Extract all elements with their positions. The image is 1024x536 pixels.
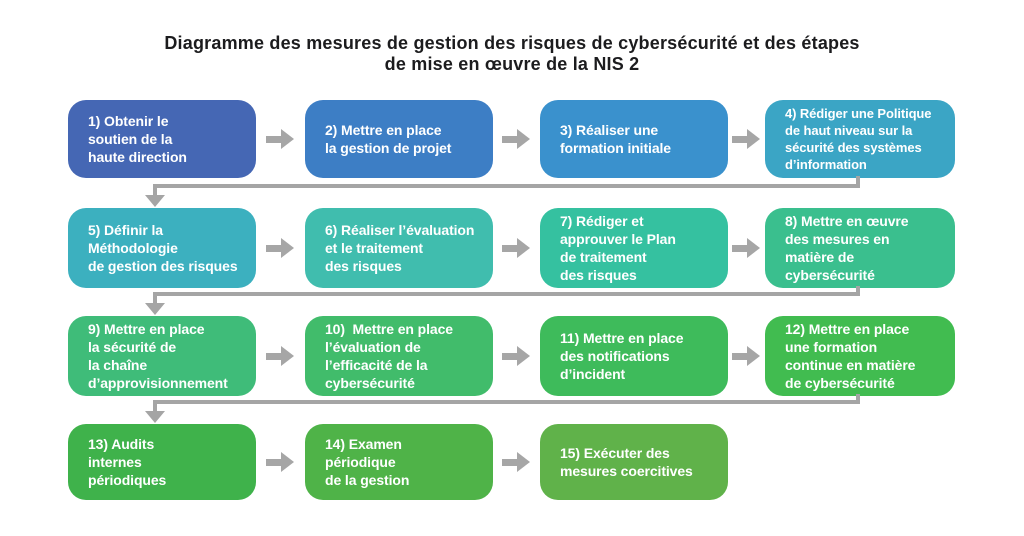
step-15-label: 15) Exécuter des mesures coercitives [560,445,693,479]
step-box-13: 13) Audits internes périodiques [68,424,256,500]
arrow-shaft [502,244,517,252]
arrow-head [281,452,294,472]
step-box-7: 7) Rédiger et approuver le Plan de trait… [540,208,728,288]
step-10-label: 10) Mettre en place l’évaluation de l’ef… [325,321,453,391]
step-2-label: 2) Mettre en place la gestion de projet [325,122,452,156]
step-box-14: 14) Examen périodique de la gestion [305,424,493,500]
arrow-right-icon [502,452,530,472]
arrow-right-icon [502,346,530,366]
step-box-6: 6) Réaliser l’évaluation et le traitemen… [305,208,493,288]
arrow-head [747,238,760,258]
connector-line [153,292,860,296]
arrow-shaft [502,352,517,360]
arrow-shaft [502,458,517,466]
step-14-label: 14) Examen périodique de la gestion [325,436,410,488]
title-line-1: Diagramme des mesures de gestion des ris… [164,33,860,53]
step-box-2: 2) Mettre en place la gestion de projet [305,100,493,178]
arrow-shaft [266,458,281,466]
step-13-label: 13) Audits internes périodiques [88,436,167,488]
step-9-label: 9) Mettre en place la sécurité de la cha… [88,321,228,391]
step-box-8: 8) Mettre en œuvre des mesures en matièr… [765,208,955,288]
connector-line [153,184,860,188]
arrow-head [517,346,530,366]
arrow-shaft [266,352,281,360]
arrow-right-icon [732,346,760,366]
page-title: Diagramme des mesures de gestion des ris… [0,33,1024,75]
step-box-1: 1) Obtenir le soutien de la haute direct… [68,100,256,178]
connector-line [153,184,157,196]
step-4-label: 4) Rédiger une Politique de haut niveau … [785,106,932,172]
title-line-2: de mise en œuvre de la NIS 2 [384,54,640,74]
step-3-label: 3) Réaliser une formation initiale [560,122,671,156]
connector-line [856,176,860,188]
arrow-head [281,346,294,366]
step-box-4: 4) Rédiger une Politique de haut niveau … [765,100,955,178]
arrow-right-icon [502,238,530,258]
connector-line [856,394,860,404]
step-5-label: 5) Définir la Méthodologie de gestion de… [88,222,238,274]
step-8-label: 8) Mettre en œuvre des mesures en matièr… [785,213,909,283]
step-6-label: 6) Réaliser l’évaluation et le traitemen… [325,222,475,274]
arrow-right-icon [266,452,294,472]
arrow-head [517,129,530,149]
arrow-head [747,346,760,366]
step-box-12: 12) Mettre en place une formation contin… [765,316,955,396]
connector-line [153,292,157,304]
connector-line [153,400,860,404]
step-11-label: 11) Mettre en place des notifications d’… [560,330,684,382]
arrow-right-icon [732,129,760,149]
connector-line [856,286,860,296]
connector-line [153,400,157,412]
step-box-11: 11) Mettre en place des notifications d’… [540,316,728,396]
step-12-label: 12) Mettre en place une formation contin… [785,321,916,391]
step-box-9: 9) Mettre en place la sécurité de la cha… [68,316,256,396]
step-7-label: 7) Rédiger et approuver le Plan de trait… [560,213,676,283]
arrow-down-icon [145,195,165,207]
arrow-shaft [732,135,747,143]
arrow-down-icon [145,411,165,423]
arrow-shaft [266,135,281,143]
arrow-right-icon [502,129,530,149]
arrow-right-icon [266,238,294,258]
step-box-5: 5) Définir la Méthodologie de gestion de… [68,208,256,288]
arrow-down-icon [145,303,165,315]
arrow-shaft [502,135,517,143]
arrow-right-icon [732,238,760,258]
arrow-head [747,129,760,149]
arrow-right-icon [266,129,294,149]
step-box-3: 3) Réaliser une formation initiale [540,100,728,178]
arrow-shaft [732,244,747,252]
step-1-label: 1) Obtenir le soutien de la haute direct… [88,113,187,165]
arrow-shaft [266,244,281,252]
arrow-head [281,238,294,258]
arrow-shaft [732,352,747,360]
arrow-head [517,238,530,258]
arrow-right-icon [266,346,294,366]
arrow-head [517,452,530,472]
arrow-head [281,129,294,149]
step-box-10: 10) Mettre en place l’évaluation de l’ef… [305,316,493,396]
step-box-15: 15) Exécuter des mesures coercitives [540,424,728,500]
